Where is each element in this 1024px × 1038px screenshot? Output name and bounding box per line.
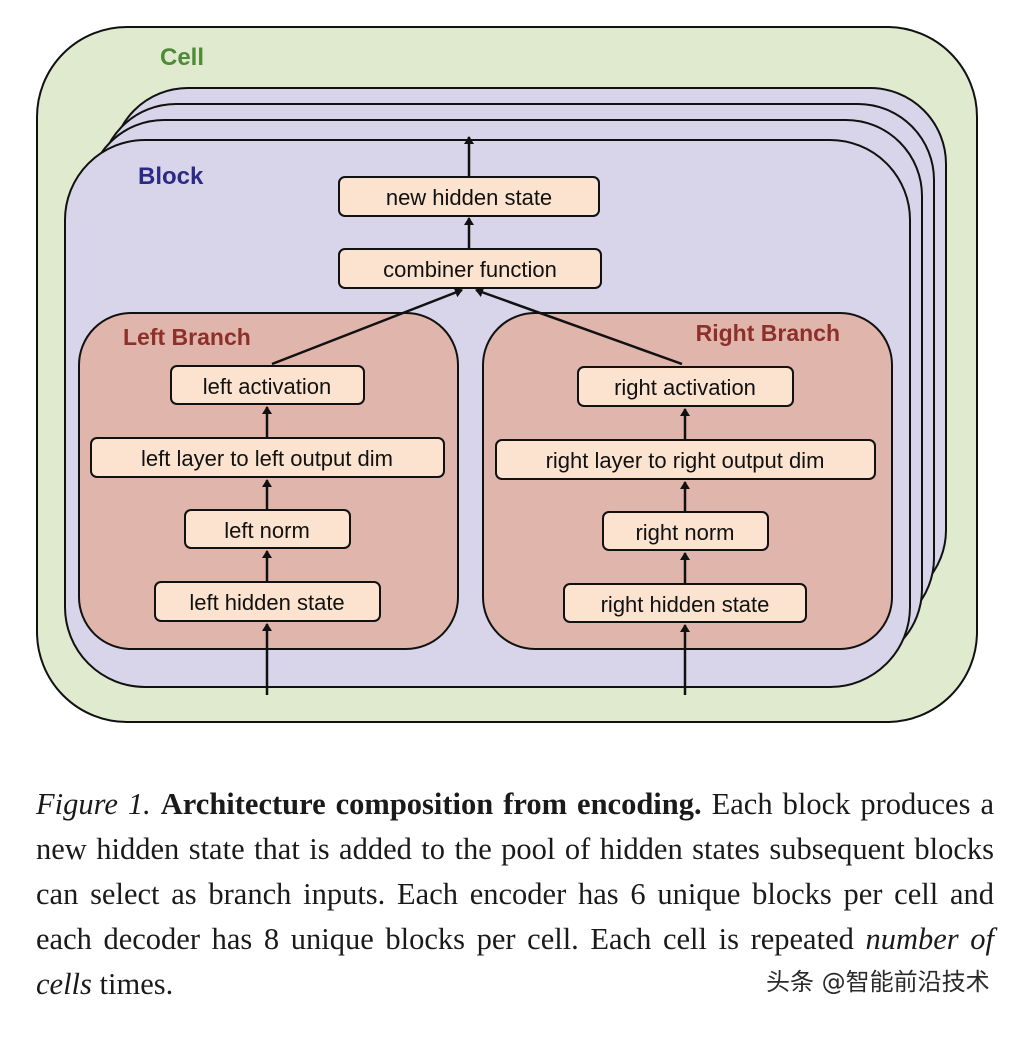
architecture-diagram: Cell Block new hidden state combiner fun… xyxy=(36,26,978,723)
left-activation-to-combiner-arrow xyxy=(271,287,463,366)
figure-caption: Figure 1. Architecture composition from … xyxy=(36,782,994,1007)
block-label: Block xyxy=(138,163,204,190)
right-hidden-state-node xyxy=(563,583,807,623)
left-activation-node xyxy=(170,365,365,405)
left-hidden-state-label: left hidden state xyxy=(189,590,344,615)
caption-title: Architecture composition from encoding. xyxy=(160,787,702,821)
new-hidden-state-node xyxy=(338,176,600,217)
right-activation-to-combiner-arrow xyxy=(475,287,683,366)
caption-emphasis: number of cells xyxy=(36,922,994,1001)
left-layer-label: left layer to left output dim xyxy=(141,446,393,471)
right-norm-label: right norm xyxy=(635,520,734,545)
right-norm-node xyxy=(602,511,769,551)
right-branch-title: Right Branch xyxy=(696,320,840,346)
left-hidden-state-node xyxy=(154,581,381,622)
caption-text: Each block produces a new hidden state t… xyxy=(36,787,995,956)
combiner-function-label: combiner function xyxy=(383,257,557,282)
new-hidden-state-label: new hidden state xyxy=(386,185,552,210)
right-activation-node xyxy=(577,366,794,407)
left-layer-node xyxy=(90,437,445,478)
right-activation-label: right activation xyxy=(614,375,756,400)
left-norm-label: left norm xyxy=(224,518,310,543)
caption-text-end: times. xyxy=(91,967,174,1001)
left-activation-label: left activation xyxy=(203,374,331,399)
watermark: 头条 @智能前沿技术 xyxy=(762,962,994,997)
right-hidden-state-label: right hidden state xyxy=(601,592,770,617)
combiner-function-node xyxy=(338,248,602,289)
right-layer-label: right layer to right output dim xyxy=(546,448,825,473)
right-layer-node xyxy=(495,439,876,480)
left-norm-node xyxy=(184,509,351,549)
left-branch-title: Left Branch xyxy=(123,324,251,350)
cell-label: Cell xyxy=(160,44,204,71)
caption-figure-number: Figure 1. xyxy=(36,787,151,821)
